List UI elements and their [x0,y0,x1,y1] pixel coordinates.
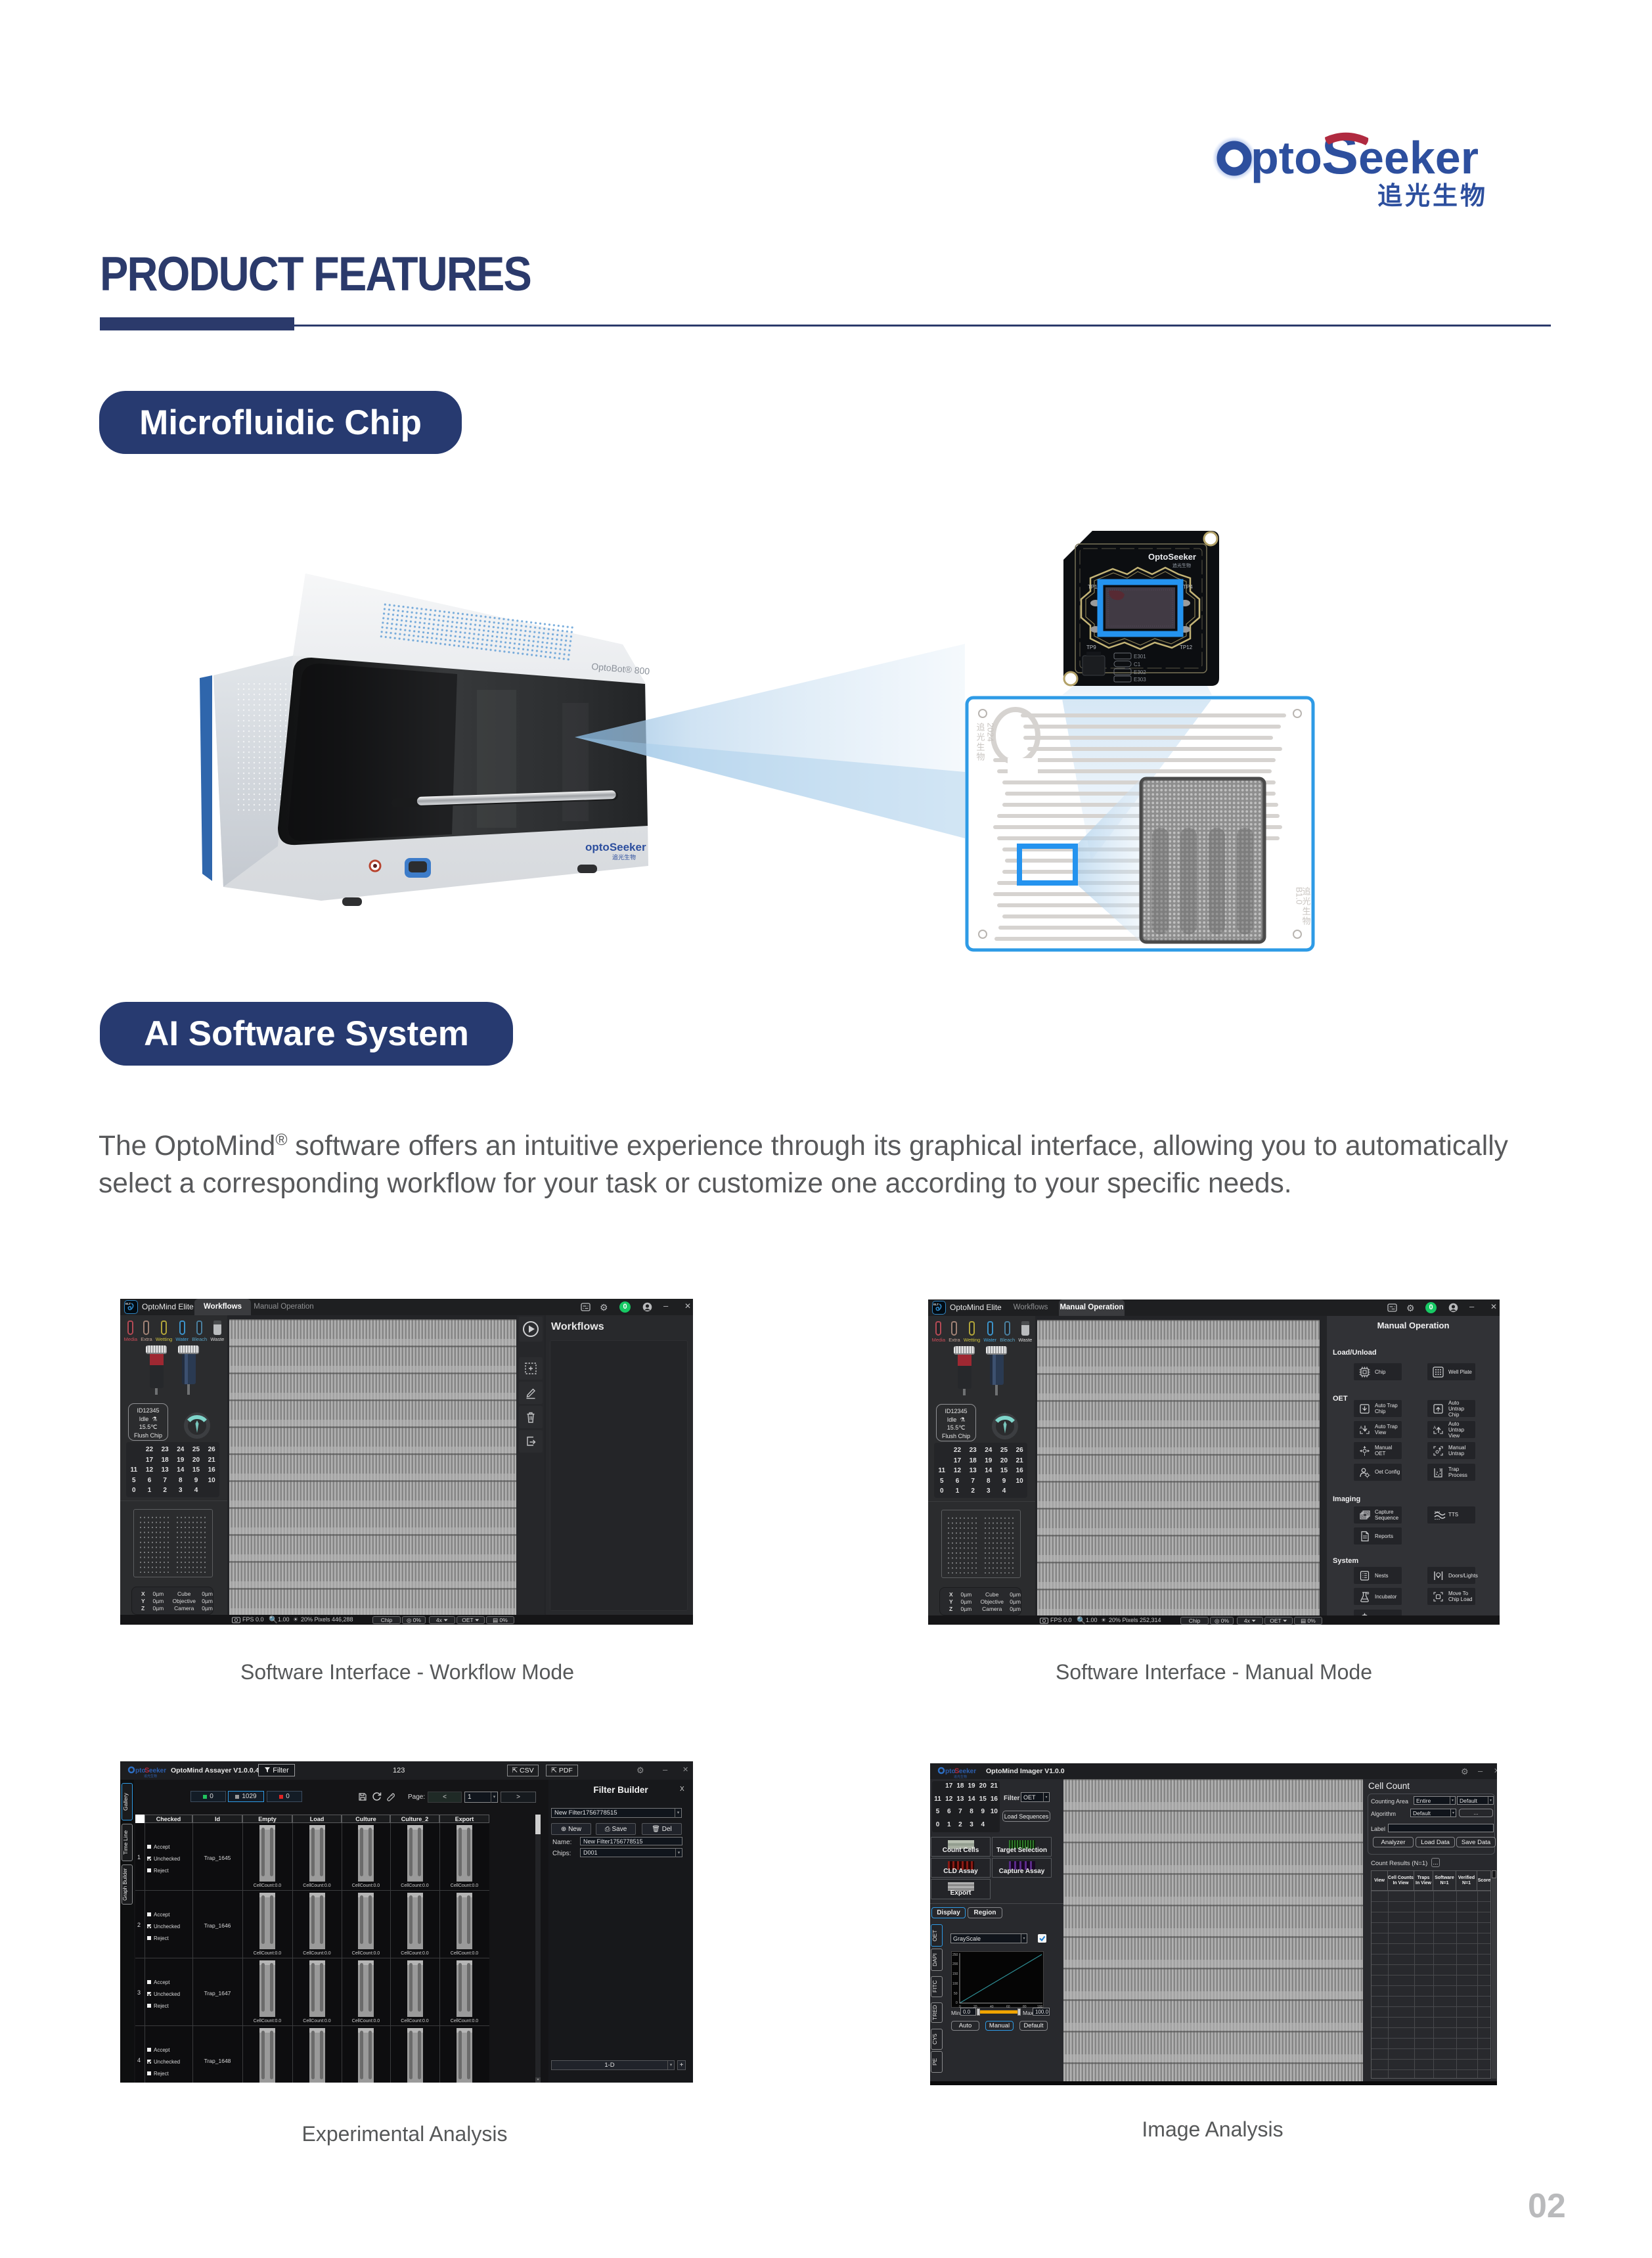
svg-text:100: 100 [952,1982,958,1986]
svg-text:pto: pto [1251,132,1322,183]
svg-text:pto: pto [945,1768,956,1775]
svg-text:optoSeeker: optoSeeker [585,841,646,853]
svg-text:60: 60 [1006,2005,1010,2008]
svg-text:150: 150 [952,1972,958,1976]
svg-text:40: 40 [990,2005,994,2008]
svg-text:C1: C1 [1134,662,1141,667]
svg-text:追光生物: 追光生物 [975,722,985,762]
svg-text:2024: 2024 [986,723,996,742]
svg-text:E302: E302 [1134,669,1146,675]
svg-text:A: A [1433,1426,1437,1430]
svg-text:OptoSeeker: OptoSeeker [1148,552,1196,562]
svg-text:OptoBot® 800: OptoBot® 800 [591,661,650,677]
svg-text:TP9: TP9 [1086,644,1096,650]
svg-text:追光生物: 追光生物 [612,853,636,861]
svg-text:50: 50 [954,1992,958,1996]
svg-text:0: 0 [956,2001,958,2005]
svg-text:追光生物: 追光生物 [1301,886,1311,926]
svg-text:eeker: eeker [1358,132,1479,183]
svg-text:S: S [145,1767,149,1774]
svg-text:E303: E303 [1134,677,1146,683]
svg-text:E301: E301 [1134,654,1146,660]
svg-text:100: 100 [1037,2005,1043,2008]
svg-text:0: 0 [959,2005,961,2008]
svg-text:追光生物: 追光生物 [1377,183,1488,210]
svg-text:20: 20 [973,2005,977,2008]
svg-text:TP1: TP1 [1088,584,1098,590]
svg-text:B1.0: B1.0 [1295,887,1305,905]
svg-text:追光生物: 追光生物 [954,1774,967,1779]
svg-text:追光生物: 追光生物 [1172,562,1191,568]
svg-text:ELT: ELT [125,1302,131,1305]
svg-text:追光生物: 追光生物 [144,1774,157,1778]
svg-text:A: A [1360,1426,1363,1430]
svg-text:eeker: eeker [959,1768,976,1775]
svg-text:ELT: ELT [933,1303,939,1306]
svg-text:pto: pto [135,1767,146,1774]
svg-text:250: 250 [952,1953,958,1957]
svg-text:eeker: eeker [149,1767,166,1774]
svg-text:TP4: TP4 [1183,584,1193,590]
svg-text:80: 80 [1023,2005,1027,2008]
svg-text:S: S [954,1767,959,1775]
svg-text:200: 200 [952,1962,958,1966]
svg-text:S: S [1322,124,1358,185]
svg-text:TP12: TP12 [1180,644,1193,650]
